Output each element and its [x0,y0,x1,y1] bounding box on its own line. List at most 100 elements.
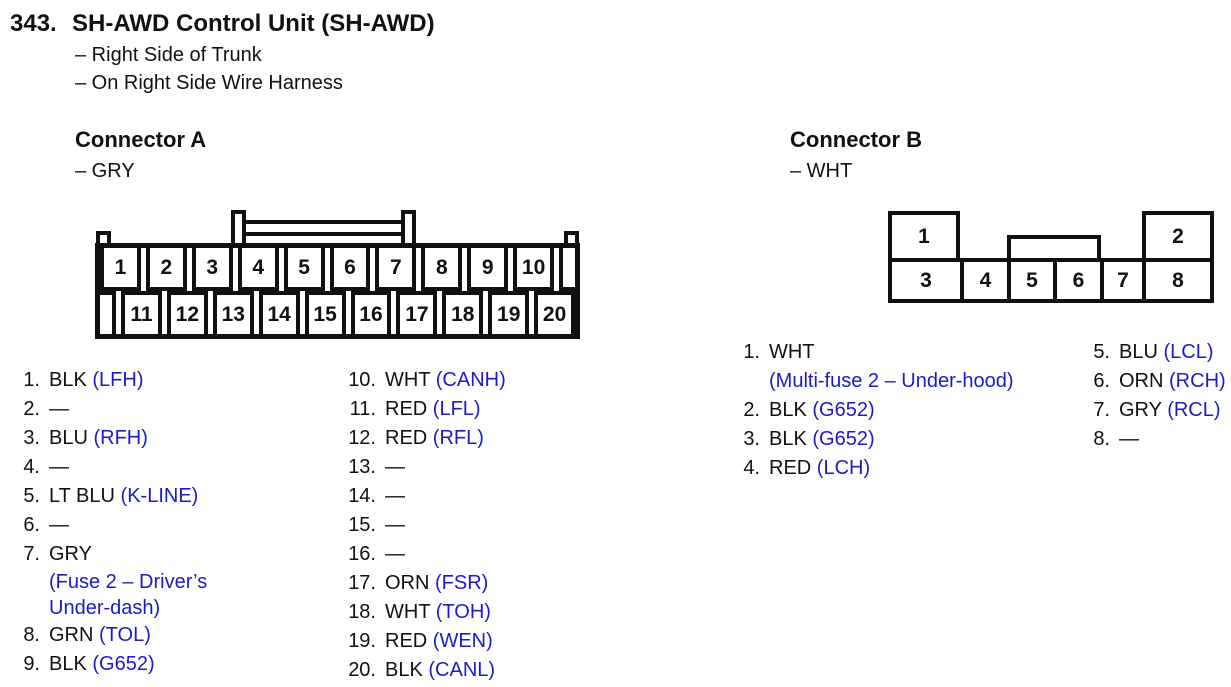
signal-name: (LFH) [92,369,144,391]
signal-name: (WEN) [432,630,493,652]
signal-name: (G652) [812,428,875,450]
pin-cavity-17: 17 [396,291,438,334]
pin-item: 7.GRY (RCL) [1080,396,1226,425]
wire-color: GRN [49,624,94,646]
location-line: – On Right Side Wire Harness [75,72,343,94]
pin-number: 2. [743,399,760,421]
pin-number: 2. [23,398,40,420]
pin-number: 6. [23,514,40,536]
connector-b-pin-list-col2: 5. BLU (LCL) 6.ORN (RCH) 7.GRY (RCL) 8.— [1080,338,1226,454]
connector-b-heading: Connector B [790,127,922,152]
signal-name: (FSR) [435,572,489,594]
pin-cavity-8: 8 [1142,262,1210,299]
wire-color: BLK [769,399,807,421]
pin-note: (Fuse 2 – Driver’s [49,571,208,593]
wire-color: RED [385,427,428,449]
pin-number: 15. [348,514,376,536]
signal-name: (LFL) [432,398,481,420]
signal-name: (LCL) [1163,341,1214,363]
wire-color: BLU [49,427,88,449]
pin-cavity-14: 14 [258,291,300,334]
pin-item: 13.— [330,453,506,482]
pin-number: 6. [1093,370,1110,392]
pin-cavity-11: 11 [121,291,162,334]
pin-number: 7. [1093,399,1110,421]
pin-number: 14. [348,485,376,507]
connector-a-heading: Connector A [75,127,207,152]
pin-note: Under-dash) [49,597,161,619]
wire-color: — [385,485,405,507]
item-number: 343. [10,10,57,37]
pin-number: 5. [23,485,40,507]
connector-b-diagram: 1 2 3 4 5 6 7 8 [888,211,1214,303]
wire-color: — [385,514,405,536]
wire-color: RED [769,457,812,479]
pin-number: 7. [23,543,40,565]
wire-color: — [49,398,69,420]
wire-color: BLU [1119,341,1158,363]
pin-number: 9. [23,653,40,675]
wire-color: WHT [769,341,815,363]
signal-name: (K-LINE) [120,485,199,507]
pin-cavity-2: 2 [1142,211,1214,258]
signal-name: (G652) [812,399,875,421]
pin-item: 14. — [330,482,506,511]
pin-item: 17. ORN (FSR) [330,569,506,598]
wire-color: WHT [385,369,431,391]
pin-item: 12. RED (RFL) [330,424,506,453]
pin-item: 6.ORN (RCH) [1080,367,1226,396]
pin-cavity-7: 7 [1100,262,1142,299]
pin-cavity-5: 5 [1007,262,1053,299]
page-title-row: 343. SH-AWD Control Unit (SH-AWD) [10,10,435,38]
pin-number: 4. [23,456,40,478]
pin-cavity-20: 20 [534,291,576,334]
pin-cavity-19: 19 [488,291,530,334]
pin-number: 1. [23,369,40,391]
pin-number: 11. [349,398,376,420]
pin-item: 11.RED (LFL) [330,395,506,424]
pin-cavity-13: 13 [212,291,254,334]
wire-color: WHT [385,601,431,623]
wire-color: BLK [769,428,807,450]
signal-name: (CANL) [428,659,496,681]
pin-number: 17. [348,572,376,594]
connector-a-pin-list-col2: 10.WHT (CANH) 11.RED (LFL) 12.RED (RFL) … [330,366,506,685]
pin-item: 19.RED (WEN) [330,627,506,656]
pin-number: 10. [348,369,376,391]
pin-item: 4.RED (LCH) [730,454,1014,483]
connector-a-color-note: – GRY [75,160,135,182]
wire-color: — [385,543,405,565]
pin-cavity-3: 3 [920,268,932,292]
signal-name: (RFL) [432,427,484,449]
signal-name: (RCH) [1169,370,1226,392]
wire-color: LT BLU [49,485,115,507]
pin-number: 4. [743,457,760,479]
pin-item: 20.BLK (CANL) [330,656,506,685]
pin-item: 15. — [330,511,506,540]
pin-number: 5. [1093,341,1110,363]
pin-item: 5. LT BLU (K-LINE) [10,482,207,511]
pin-cavity-4: 4 [960,262,1007,299]
pin-item: 8.— [1080,425,1226,454]
pin-item: 3.BLU (RFH) [10,424,207,453]
connector-a-diagram: 1 2 3 4 5 6 7 8 9 10 11 12 13 14 15 16 1 [95,208,580,339]
pin-number: 12. [348,427,376,449]
connector-a-pin-list-col1: 1.BLK (LFH) 2.— 3.BLU (RFH) 4.— 5.LT BLU… [10,366,207,679]
connector-b-bottom-row: 3 4 5 6 7 8 [888,258,1214,303]
wire-color: RED [385,630,428,652]
pin-cavity-6: 6 [1053,262,1100,299]
pin-item: 3.BLK (G652) [730,425,1014,454]
pin-item: 9.BLK (G652) [10,650,207,679]
wire-color: ORN [385,572,430,594]
latch-post-right [401,210,416,248]
pin-item: 4.— [10,453,207,482]
pin-cavity-12: 12 [166,291,208,334]
pin-number: 20. [348,659,376,681]
pin-item: 1.WHT [730,338,1014,367]
pin-number: 16. [348,543,376,565]
pin-cavity-4: 4 [237,248,279,291]
pin-item: 7.GRY [10,540,207,569]
blank-cavity [559,248,576,291]
pin-item: 8.GRN (TOL) [10,621,207,650]
